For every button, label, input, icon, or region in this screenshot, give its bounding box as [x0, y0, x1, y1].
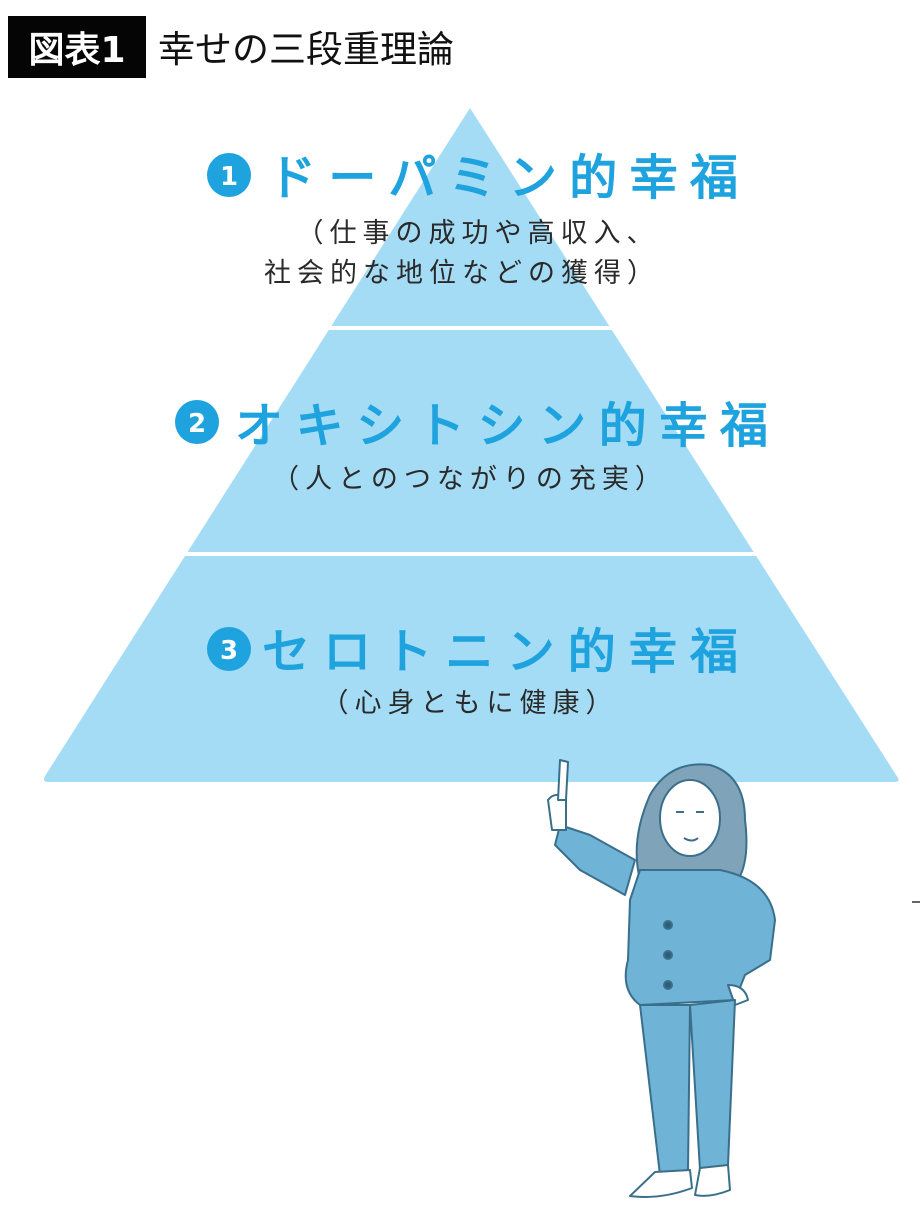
- tier-1-description-line-2: 社会的な地位などの獲得）: [264, 258, 660, 289]
- title-badge: [8, 16, 146, 78]
- tier-1: 1 ドーパミン的幸福 （仕事の成功や高収入、 社会的な地位などの獲得）: [207, 150, 738, 289]
- number-badge-3: [207, 627, 251, 671]
- pyramid-shape: [44, 108, 899, 782]
- tier-2-heading: オキシトシン的幸福: [235, 398, 768, 454]
- tier-1-description-line-1: （仕事の成功や高収入、: [297, 218, 660, 249]
- tier-2: 2 オキシトシン的幸福 （人とのつながりの充実）: [175, 398, 768, 495]
- number-1: 1: [220, 162, 238, 192]
- number-2: 2: [188, 409, 206, 439]
- tier-3-description: （心身ともに健康）: [322, 688, 619, 719]
- woman-illustration: [547, 759, 776, 1198]
- title-badge-text: 図表1: [28, 30, 125, 71]
- pyramid: [44, 108, 899, 782]
- page-title: 幸せの三段重理論: [158, 28, 454, 71]
- number-badge-2: [175, 400, 219, 444]
- tier-2-description: （人とのつながりの充実）: [272, 464, 668, 495]
- number-badge-1: [207, 153, 251, 197]
- number-3: 3: [220, 636, 238, 666]
